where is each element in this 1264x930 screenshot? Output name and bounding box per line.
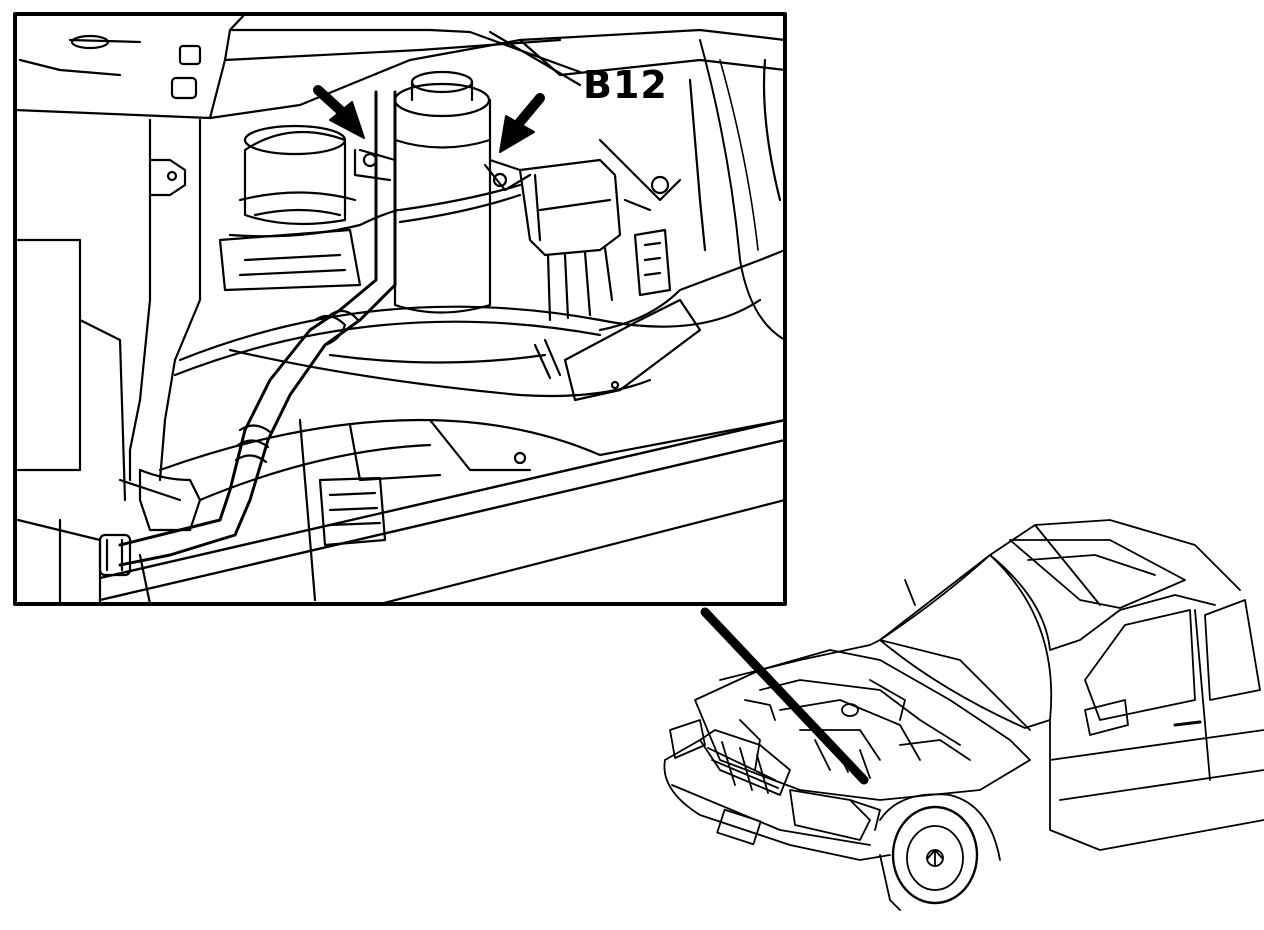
arrow-right-icon [499, 93, 545, 153]
inset-frame [13, 12, 787, 606]
arrow-left-icon [313, 85, 365, 139]
callout-leader-line [428, 28, 582, 74]
callout-label-b12: B12 [583, 63, 668, 107]
detail-inset [13, 12, 787, 606]
car-overview [663, 519, 1264, 911]
